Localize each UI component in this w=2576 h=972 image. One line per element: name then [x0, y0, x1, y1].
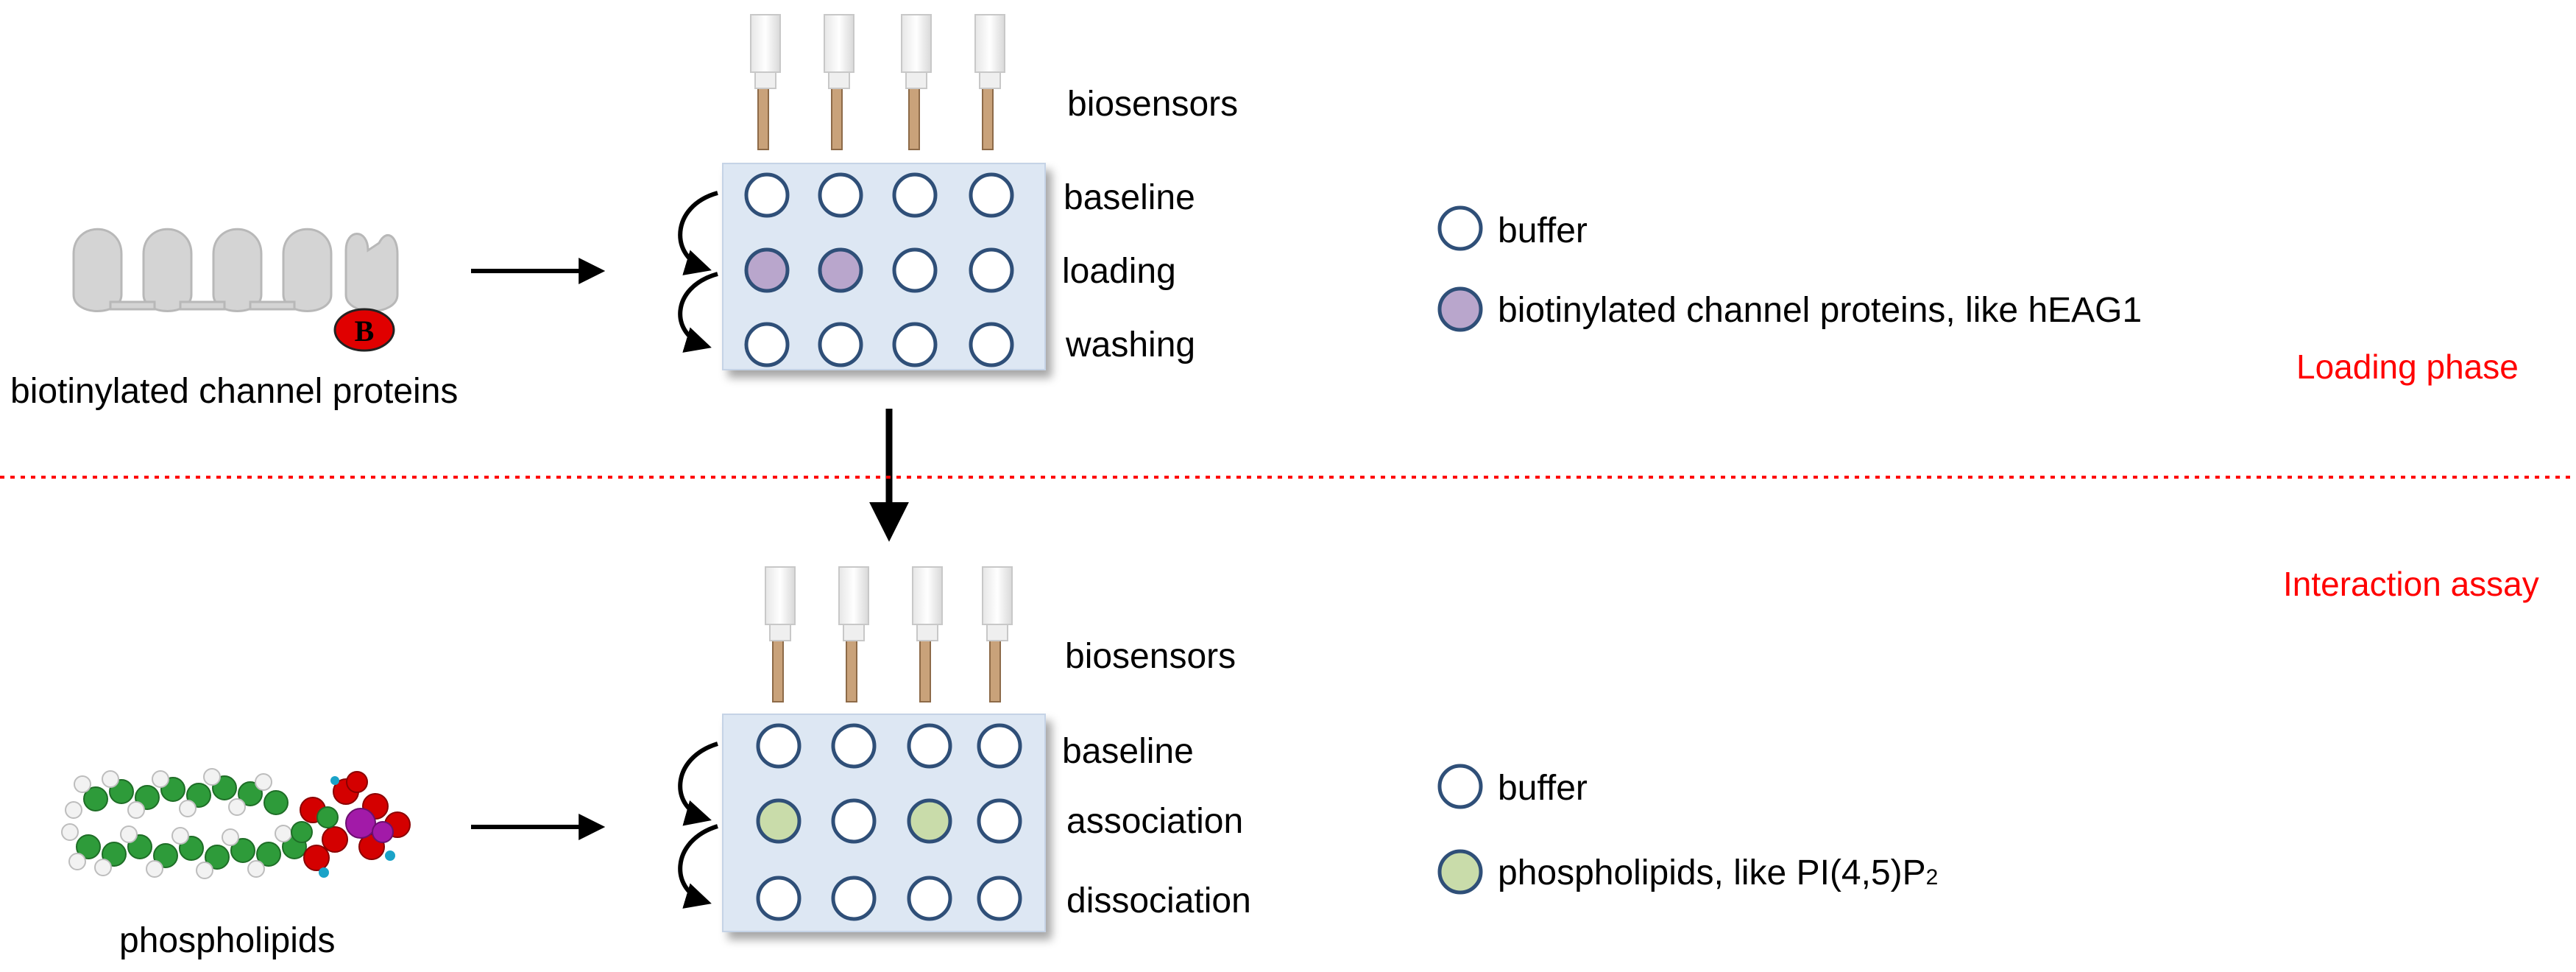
row-label-baseline-top: baseline: [1064, 178, 1195, 217]
biosensor-array-bottom: [765, 566, 1013, 702]
wells-bottom: [756, 723, 1022, 921]
phospholipid-source-label: phospholipids: [119, 921, 336, 960]
phospholipid-molecule-icon: [61, 768, 411, 879]
legend-phospholipid-subscript: 2: [1925, 865, 1939, 890]
row-label-association: association: [1066, 802, 1244, 841]
legend-protein-swatch: [1437, 286, 1483, 332]
biosensors-label-top: biosensors: [1067, 85, 1239, 124]
row-label-loading: loading: [1062, 252, 1176, 291]
step-arrows-bottom: [678, 742, 718, 909]
channel-protein-icon: [72, 228, 399, 312]
svg-text:B: B: [355, 314, 375, 348]
legend-buffer-swatch-top: [1437, 205, 1483, 251]
interaction-assay-label: Interaction assay: [2283, 565, 2539, 603]
legend-protein-label: biotinylated channel proteins, like hEAG…: [1498, 291, 2142, 330]
row-label-washing: washing: [1066, 325, 1196, 364]
legend-phospholipid-label: phospholipids, like PI(4,5)P2: [1498, 856, 1938, 891]
legend-phospholipid-swatch: [1437, 849, 1483, 895]
row-label-baseline-bottom: baseline: [1062, 732, 1194, 771]
row-label-dissociation: dissociation: [1066, 881, 1251, 920]
legend-buffer-label-top: buffer: [1498, 211, 1588, 250]
biotin-badge: B: [333, 308, 395, 352]
biosensors-label-bottom: biosensors: [1065, 637, 1236, 676]
legend-buffer-label-bottom: buffer: [1498, 769, 1588, 808]
wells-top: [744, 172, 1014, 367]
biosensor-array-top: [750, 14, 1005, 150]
step-arrows-top: [678, 191, 718, 353]
protein-source-label: biotinylated channel proteins: [10, 372, 459, 411]
loading-phase-label: Loading phase: [2296, 348, 2519, 386]
legend-buffer-swatch-bottom: [1437, 764, 1483, 809]
legend-phospholipid-text: phospholipids, like PI(4,5)P: [1498, 853, 1926, 892]
